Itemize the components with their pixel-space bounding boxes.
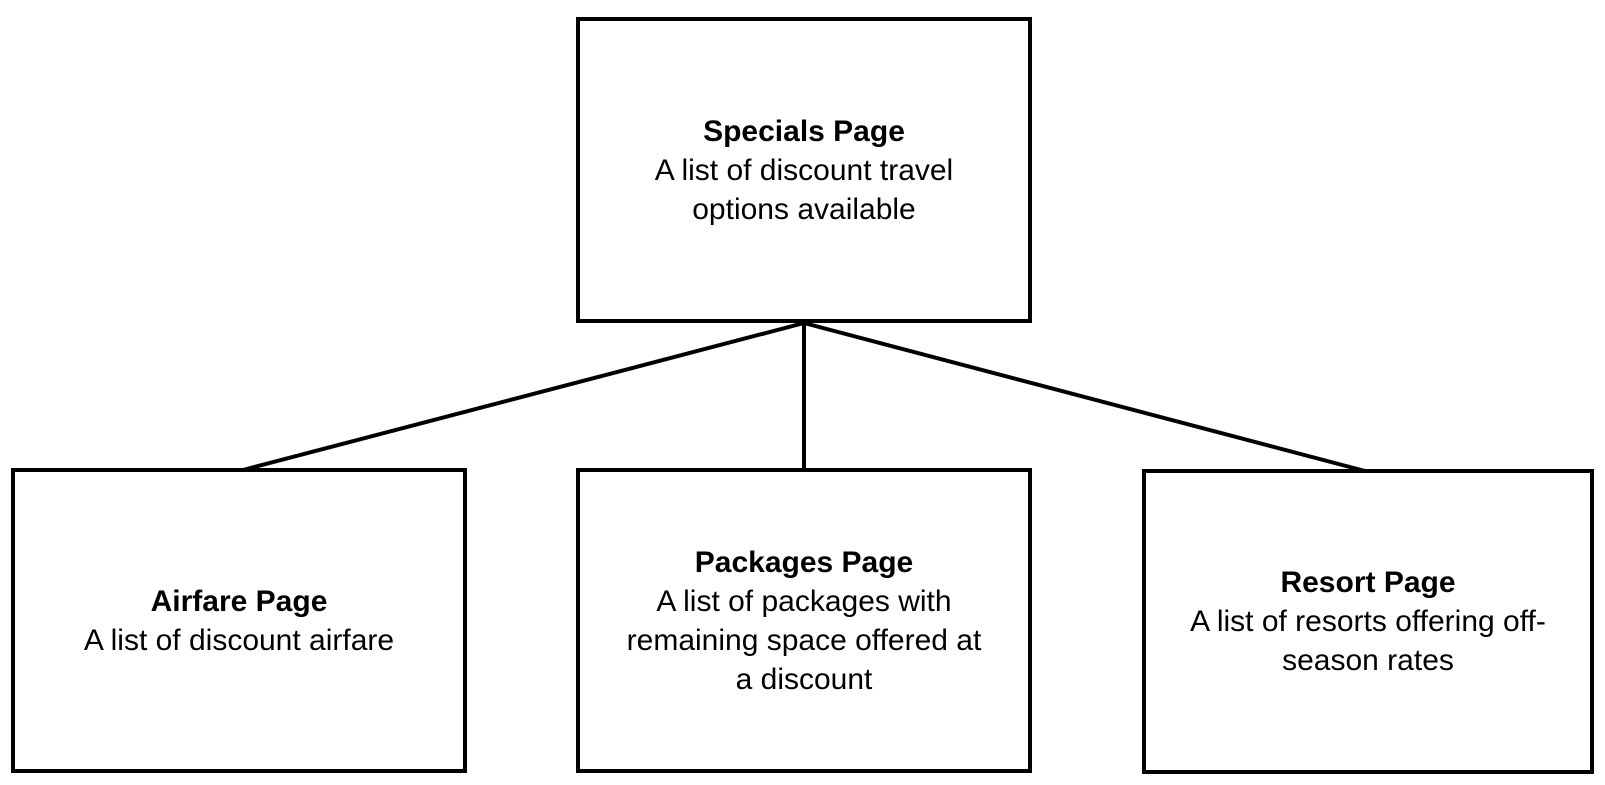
resort-page-desc-line-2: season rates (1282, 644, 1454, 677)
resort-page-node: Resort Page A list of resorts offering o… (1142, 469, 1594, 774)
airfare-page-title: Airfare Page (150, 584, 328, 618)
resort-page-desc-line-1: A list of resorts offering off- (1190, 605, 1546, 638)
airfare-page-desc-line-1: A list of discount airfare (83, 623, 395, 657)
specials-page-desc-line-2: options available (692, 192, 916, 226)
connector-specials-resort (803, 321, 1366, 473)
specials-page-desc-line-1: A list of discount travel (654, 153, 954, 187)
airfare-page-node: Airfare Page A list of discount airfare (11, 468, 467, 773)
packages-page-desc-line-3: a discount (735, 662, 873, 696)
specials-page-title: Specials Page (703, 114, 905, 148)
packages-page-node: Packages Page A list of packages with re… (576, 468, 1032, 773)
connector-specials-airfare (242, 321, 805, 472)
resort-page-title: Resort Page (1280, 566, 1456, 599)
packages-page-title: Packages Page (694, 545, 914, 579)
specials-page-node: Specials Page A list of discount travel … (576, 17, 1032, 323)
packages-page-desc-line-2: remaining space offered at (626, 623, 982, 657)
packages-page-desc-line-1: A list of packages with (656, 584, 952, 618)
